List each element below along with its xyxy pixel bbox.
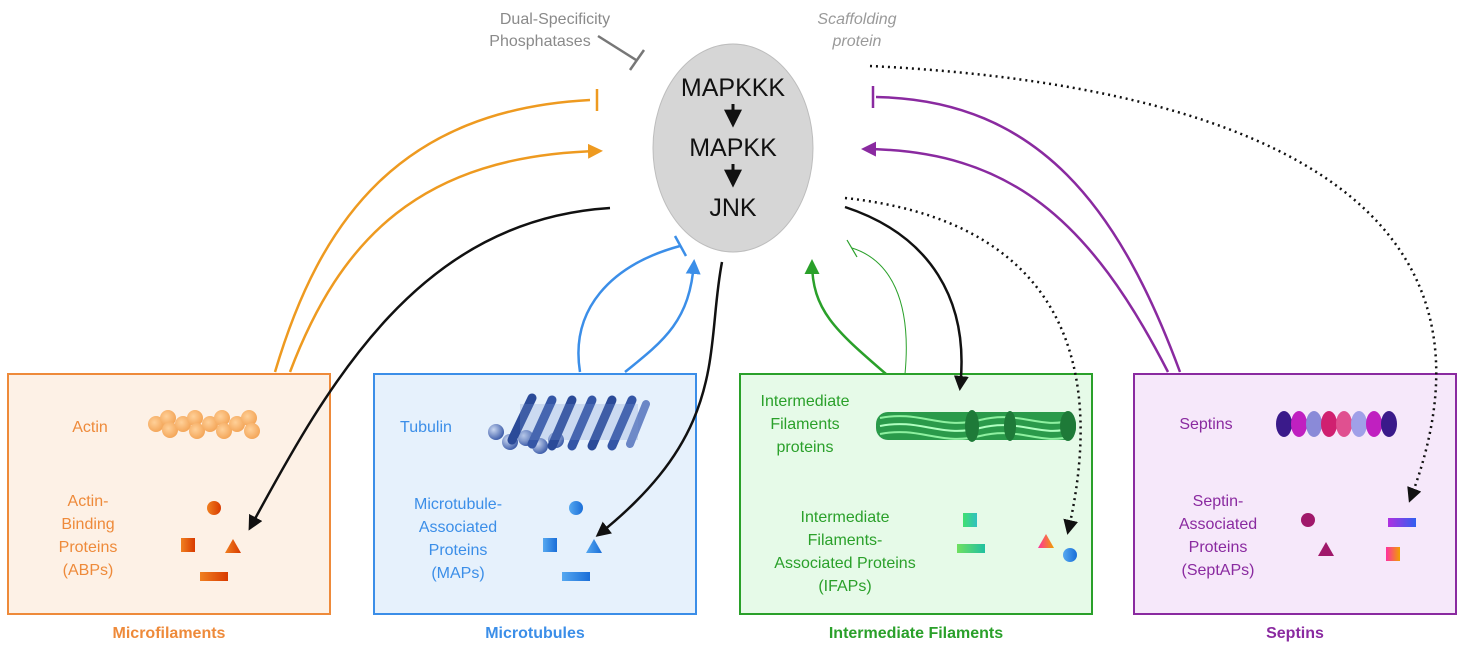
jnk-to-if-proteins-arrow	[844, 205, 969, 391]
microfilaments-panel	[7, 373, 331, 615]
actin-activation-curve	[288, 143, 603, 373]
scaffold-label-line2: protein	[832, 33, 882, 50]
intermediate-filaments-title: Intermediate Filaments	[829, 625, 1003, 642]
if-inhibition-curve	[851, 247, 907, 375]
ifap-rectangle-shape	[957, 544, 985, 553]
actin-filament-icon	[148, 410, 260, 439]
maps-label-line3: Proteins	[429, 542, 488, 559]
septap-circle-shape	[1301, 513, 1315, 527]
phosphatase-inhibition-bar	[628, 49, 646, 71]
phosphatase-label-line2: Phosphatases	[489, 33, 590, 50]
abps-label-line3: Proteins	[59, 539, 118, 556]
tubulin-inhibition-curve	[577, 244, 681, 373]
septin-activation-curve	[861, 141, 1170, 373]
intermediate-filaments-panel	[739, 373, 1093, 615]
ifaps-label-line4: (IFAPs)	[818, 578, 871, 595]
tubulin-inhibition-bar	[673, 235, 688, 257]
tubulin-activation-curve	[624, 259, 701, 373]
septin-inhibition-curve	[875, 95, 1182, 373]
septins-label: Septins	[1179, 416, 1232, 433]
abps-label-line1: Actin-	[68, 493, 109, 510]
septaps-label-line3: Proteins	[1189, 539, 1248, 556]
if-activation-curve	[804, 259, 887, 375]
abp-square-shape	[181, 538, 195, 552]
map-square-shape	[543, 538, 557, 552]
map-triangle-shape	[586, 539, 602, 553]
mapkk-label: MAPKK	[689, 134, 777, 162]
jnk-to-ifaps-dotted-arrow	[844, 196, 1082, 535]
mapkkk-label: MAPKKK	[681, 74, 786, 102]
map-circle-shape	[569, 501, 583, 515]
jnk-label: JNK	[709, 194, 757, 222]
maps-label-line2: Associated	[419, 519, 497, 536]
intermediate-filament-icon	[876, 410, 1076, 442]
ifap-triangle-shape	[1038, 534, 1054, 548]
actin-label: Actin	[72, 419, 108, 436]
jnk-to-maps-arrow	[595, 261, 724, 537]
abps-label-line4: (ABPs)	[63, 562, 114, 579]
scaffold-label-line1: Scaffolding	[817, 11, 896, 28]
microtubules-title: Microtubules	[485, 625, 585, 642]
ifaps-label-line1: Intermediate	[801, 509, 890, 526]
abp-triangle-shape	[225, 539, 241, 553]
septap-square-shape	[1386, 547, 1400, 561]
abp-circle-shape	[207, 501, 221, 515]
jnk-to-abps-arrow	[248, 206, 611, 531]
ifap-square-shape	[963, 513, 977, 527]
tubulin-microtubule-icon	[488, 393, 650, 454]
septaps-label-line1: Septin-	[1193, 493, 1244, 510]
actin-inhibition-curve	[273, 98, 591, 373]
abps-label-line2: Binding	[61, 516, 114, 533]
maps-label-line4: (MAPs)	[431, 565, 484, 582]
septap-triangle-shape	[1318, 542, 1334, 556]
maps-label-line1: Microtubule-	[414, 496, 502, 513]
mapk-cascade-ellipse	[652, 43, 814, 253]
septap-rectangle-shape	[1388, 518, 1416, 527]
septaps-label-line2: Associated	[1179, 516, 1257, 533]
septin-filament-icon	[1276, 411, 1397, 437]
scaffold-to-septaps-dotted-arrow	[869, 64, 1438, 503]
if-proteins-label-line1: Intermediate	[761, 393, 850, 410]
ifaps-label-line2: Filaments-	[808, 532, 883, 549]
phosphatase-inhibition-line	[597, 34, 637, 62]
if-proteins-label-line3: proteins	[777, 439, 834, 456]
phosphatase-label-line1: Dual-Specificity	[500, 11, 610, 28]
map-rectangle-shape	[562, 572, 590, 581]
ifap-circle-shape	[1063, 548, 1077, 562]
abp-rectangle-shape	[200, 572, 228, 581]
if-proteins-label-line2: Filaments	[770, 416, 839, 433]
tubulin-label: Tubulin	[400, 419, 452, 436]
if-inhibition-bar	[846, 239, 858, 258]
septins-title: Septins	[1266, 625, 1324, 642]
ifaps-label-line3: Associated Proteins	[774, 555, 915, 572]
septaps-label-line4: (SeptAPs)	[1182, 562, 1255, 579]
microfilaments-title: Microfilaments	[113, 625, 226, 642]
